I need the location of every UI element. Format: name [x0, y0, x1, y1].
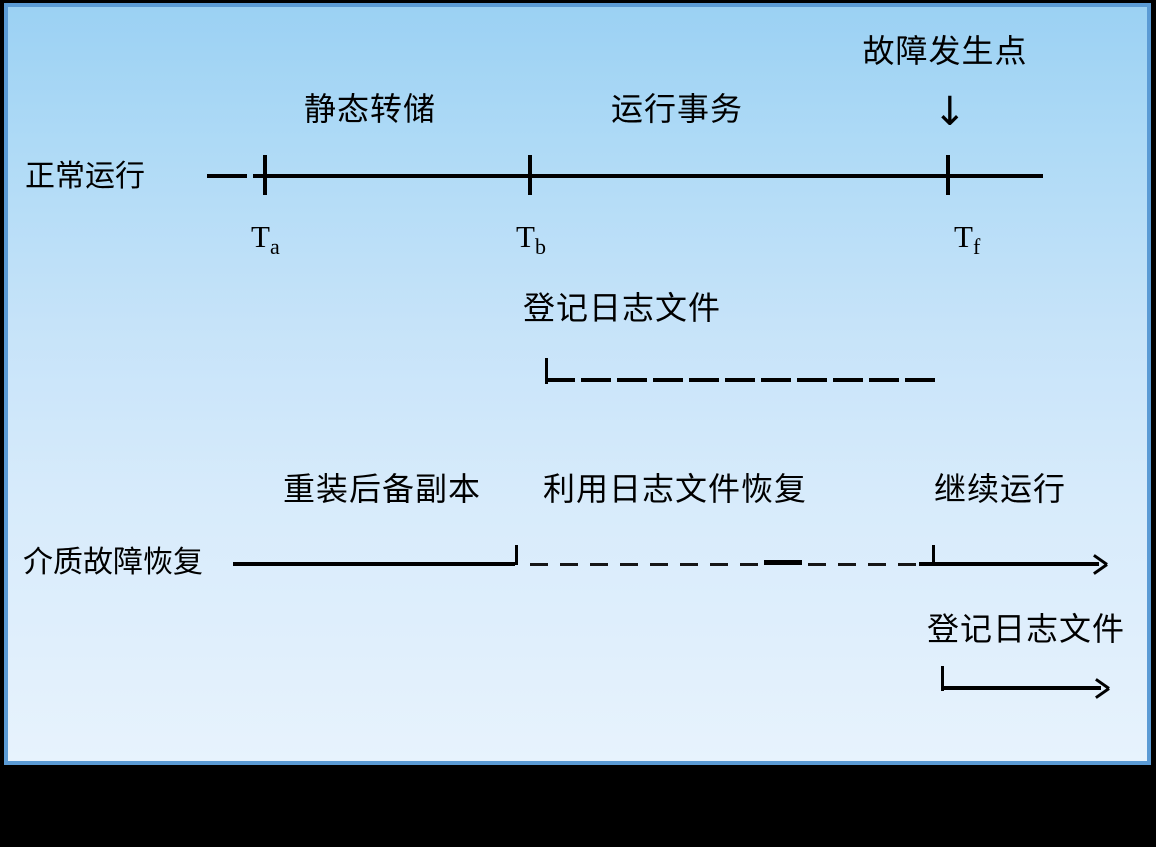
- bottom-junction-stem-1: [515, 545, 518, 565]
- failure-point-down-arrow-icon: ↓: [933, 89, 967, 135]
- top-timeline-line: [253, 174, 1043, 178]
- failure-point-label: 故障发生点: [862, 33, 1028, 69]
- static-dump-label: 静态转储: [303, 91, 436, 127]
- media-recovery-row-label: 介质故障恢复: [23, 546, 203, 579]
- tick-label-tb-base: T: [516, 219, 535, 254]
- bottom-timeline-dashed-run-1: [530, 563, 760, 566]
- tick-label-ta-base: T: [251, 219, 270, 254]
- bottom-timeline-bold-dash: [764, 560, 802, 565]
- log-file-upper-label: 登记日志文件: [522, 290, 721, 326]
- bottom-timeline-solid-continue: [919, 562, 1099, 566]
- tick-tf: [946, 155, 950, 195]
- bottom-timeline-solid-reload: [233, 562, 515, 566]
- tick-label-ta-sub: a: [269, 234, 280, 260]
- top-timeline-segment-start: [207, 174, 247, 178]
- tick-label-tf-base: T: [954, 219, 973, 254]
- diagram-canvas: 故障发生点 ↓ 静态转储 运行事务 正常运行 Ta Tb Tf 登记日志文件: [8, 7, 1147, 761]
- tick-ta: [263, 155, 267, 195]
- slide-panel: 故障发生点 ↓ 静态转储 运行事务 正常运行 Ta Tb Tf 登记日志文件: [4, 3, 1151, 765]
- tick-label-tb: Tb: [516, 219, 546, 258]
- normal-operation-row-label: 正常运行: [25, 160, 145, 193]
- tick-label-tf: Tf: [954, 219, 980, 258]
- tick-label-tf-sub: f: [972, 234, 981, 260]
- log-file-lower-label: 登记日志文件: [926, 611, 1125, 647]
- continue-running-label: 继续运行: [933, 471, 1066, 507]
- log-bracket-upper-vertical: [545, 358, 548, 384]
- recover-with-log-label: 利用日志文件恢复: [542, 471, 807, 507]
- running-transactions-label: 运行事务: [610, 91, 743, 127]
- log-bracket-lower-vertical: [941, 666, 944, 691]
- bottom-timeline-arrowhead-icon: [1090, 551, 1107, 577]
- bottom-timeline-dashed-run-2: [808, 563, 920, 566]
- log-bracket-lower-horizontal: [941, 686, 1101, 690]
- tick-label-ta: Ta: [251, 219, 280, 258]
- reload-backup-label: 重装后备副本: [282, 471, 481, 507]
- bottom-junction-stem-2: [932, 545, 935, 565]
- log-bracket-upper-horizontal: [545, 378, 940, 382]
- log-bracket-lower-arrowhead-icon: [1092, 675, 1109, 701]
- tick-label-tb-sub: b: [534, 234, 546, 260]
- tick-tb: [528, 155, 532, 195]
